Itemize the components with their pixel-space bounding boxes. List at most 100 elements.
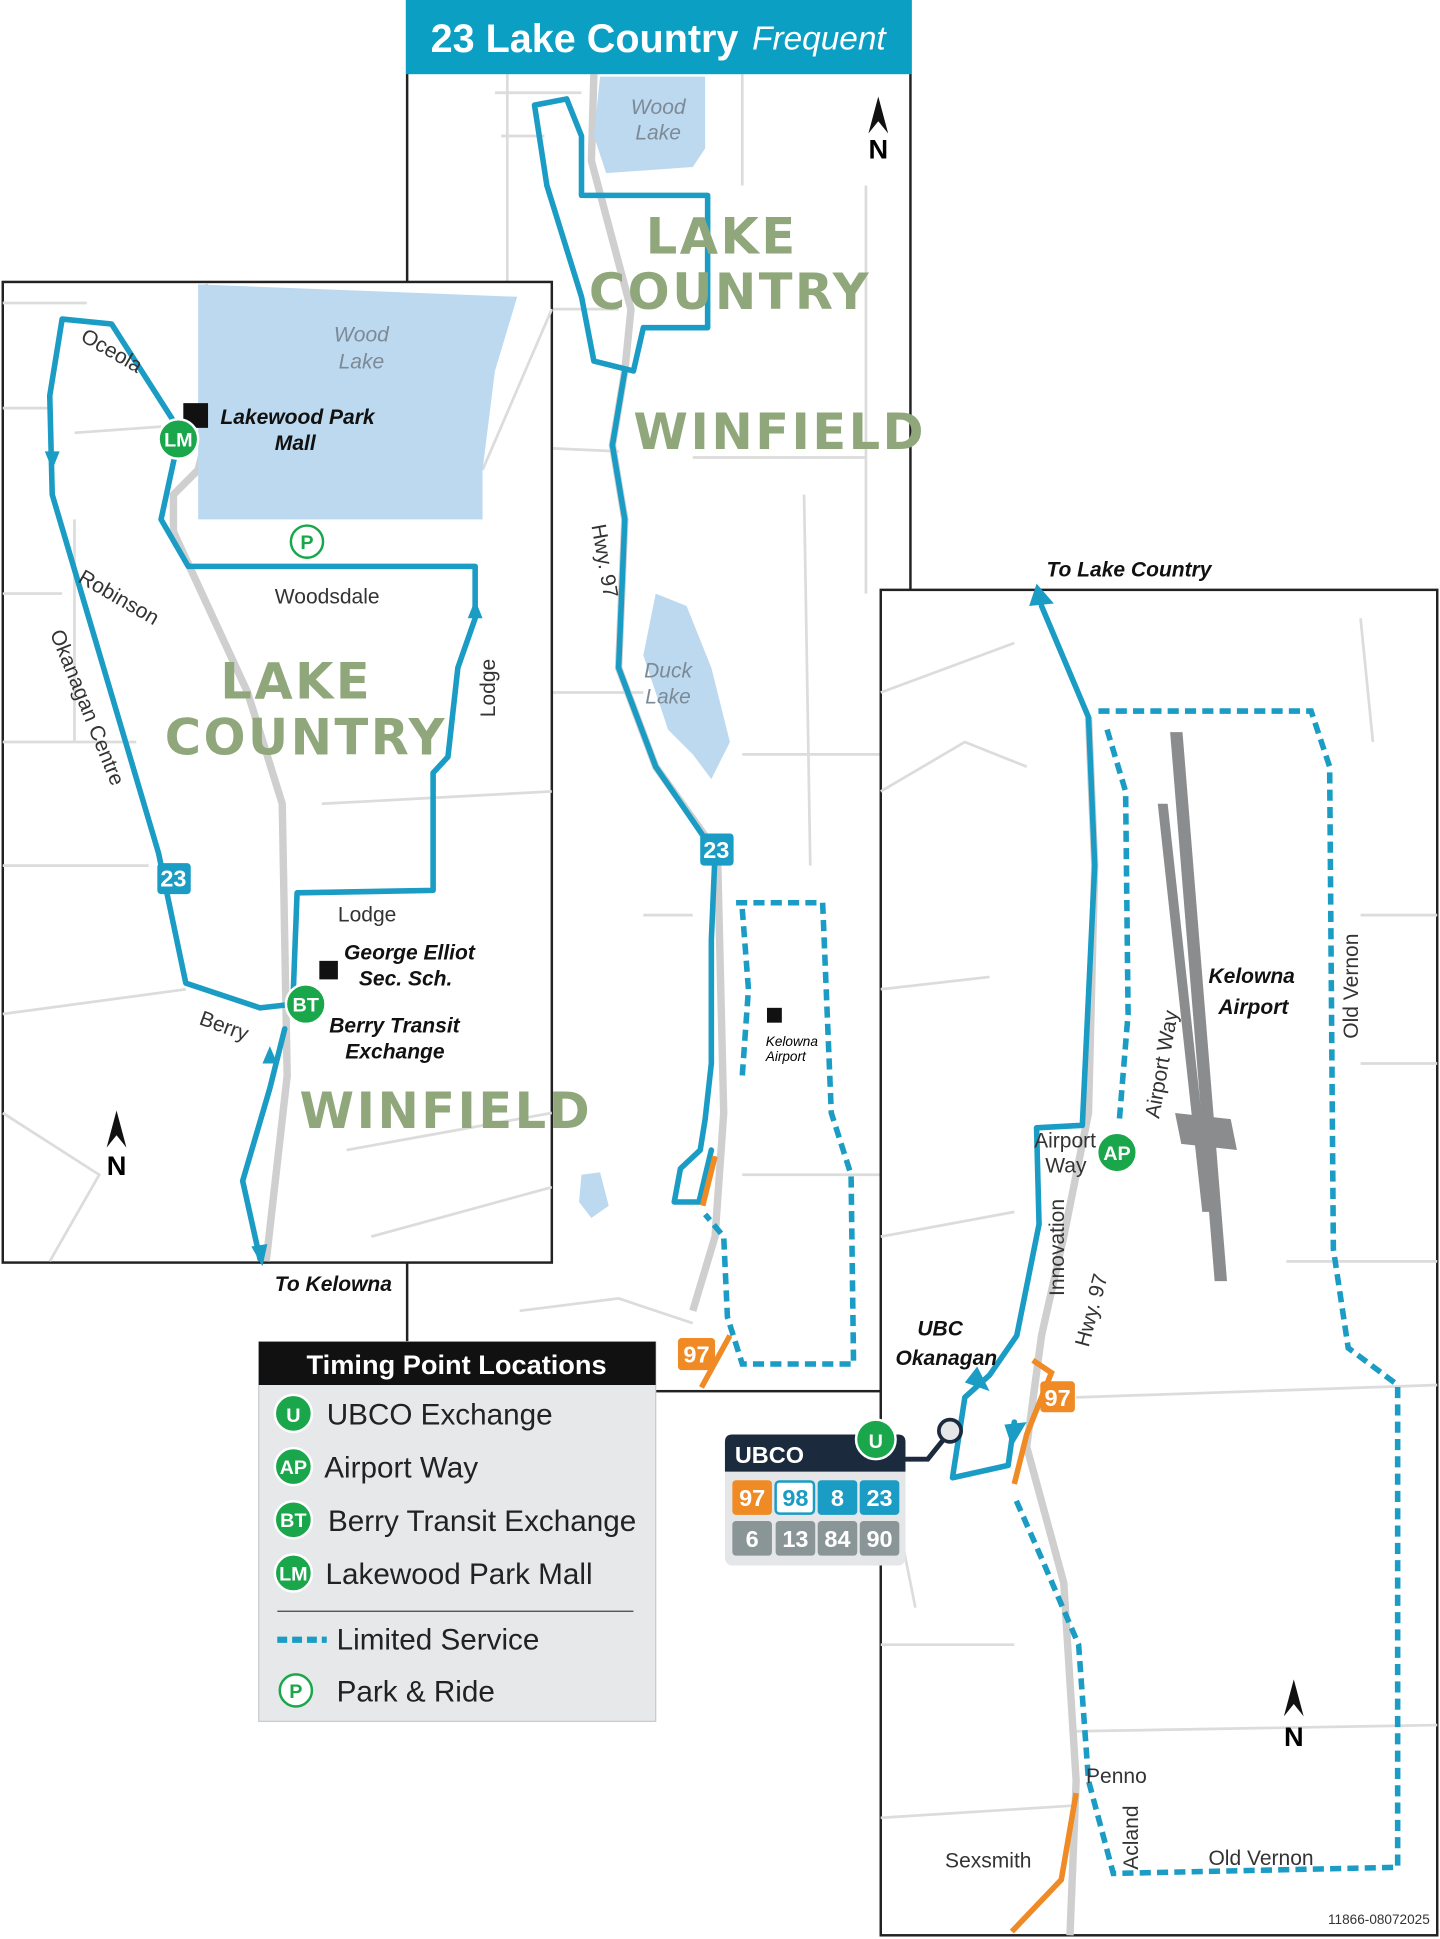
legend-code: LM	[279, 1563, 308, 1585]
legend-limited-service: Limited Service	[337, 1624, 540, 1657]
street-penno: Penno	[1086, 1765, 1147, 1788]
ubco-title: UBCO	[735, 1442, 804, 1468]
legend-item-airport-way: AP Airport Way	[273, 1446, 478, 1487]
legend-code: AP	[280, 1457, 307, 1479]
street-old-vernon: Old Vernon	[1208, 1847, 1313, 1870]
to-kelowna-label: To Kelowna	[275, 1273, 392, 1296]
ubco-exchange-box[interactable]: UBCO U 97 98 8 23 6 13 84 90	[724, 1417, 963, 1566]
timing-point-bt-label: BT	[293, 995, 319, 1017]
ubco-timing-point	[854, 1418, 897, 1461]
header-bar: 23 Lake Country Frequent	[405, 0, 912, 75]
poi-school: George Elliot	[344, 942, 476, 965]
place-lake-country: LAKE	[646, 208, 798, 266]
poi-mall: Lakewood Park	[220, 406, 375, 429]
ubc-okanagan-label-2: Okanagan	[895, 1347, 997, 1370]
street-old-vernon-vertical: Old Vernon	[1340, 934, 1363, 1039]
poi-mall-2: Mall	[275, 432, 317, 455]
legend-item-berry: BT Berry Transit Exchange	[273, 1500, 636, 1540]
north-label: N	[107, 1150, 127, 1181]
place-country: COUNTRY	[165, 708, 447, 766]
ubco-route-23: 23	[866, 1485, 892, 1511]
timing-point-ap[interactable]: AP	[1095, 1131, 1138, 1174]
wood-lake-label-2: Lake	[339, 351, 385, 374]
ubco-stop-icon	[937, 1417, 963, 1444]
place-lake: LAKE	[220, 653, 372, 711]
legend-park-ride: Park & Ride	[337, 1676, 495, 1709]
poi-school-2: Sec. Sch.	[359, 968, 452, 991]
wood-lake-label-2: Lake	[635, 122, 681, 145]
north-label: N	[1284, 1721, 1304, 1752]
duck-lake-label-2: Lake	[645, 686, 691, 709]
north-arrow-icon: N	[1283, 1679, 1304, 1752]
route-title: 23 Lake Country	[431, 17, 739, 61]
north-arrow-icon: N	[106, 1110, 127, 1181]
park-ride-symbol: P	[300, 532, 313, 554]
legend-label: Lakewood Park Mall	[326, 1558, 593, 1591]
school-marker-icon	[319, 960, 338, 980]
timing-point-bt[interactable]: BT	[284, 983, 327, 1026]
legend-item-ubco: U UBCO Exchange	[273, 1393, 553, 1434]
route-frequency: Frequent	[752, 20, 887, 57]
ubco-route-84: 84	[824, 1526, 850, 1552]
route-97-badge	[677, 1338, 716, 1371]
north-arrow-icon: N	[868, 96, 889, 164]
street-airport-way: Airport	[1034, 1130, 1096, 1153]
route-97-badge-text: 97	[683, 1342, 709, 1368]
street-sexsmith: Sexsmith	[945, 1849, 1031, 1872]
ubco-timing-point-label: U	[869, 1431, 883, 1453]
airport-label-2: Airport	[765, 1049, 807, 1064]
ubc-okanagan-label: UBC	[917, 1318, 963, 1341]
timing-point-ap-label: AP	[1103, 1143, 1130, 1165]
legend-item-lakewood: LM Lakewood Park Mall	[273, 1553, 593, 1593]
kelowna-airport-label-2: Airport	[1217, 996, 1289, 1019]
ubco-route-98: 98	[782, 1485, 808, 1511]
legend-label: Airport Way	[324, 1452, 478, 1485]
ubco-route-97: 97	[739, 1485, 765, 1511]
legend-code: U	[286, 1405, 300, 1427]
to-lake-country-label: To Lake Country	[1046, 558, 1212, 581]
duck-lake-label: Duck	[644, 660, 693, 683]
timing-point-lm[interactable]: LM	[157, 417, 200, 461]
route-23-badge-text: 23	[160, 866, 186, 892]
legend-title: Timing Point Locations	[307, 1349, 607, 1380]
park-ride-icon	[278, 1673, 314, 1708]
ubco-route-13: 13	[782, 1526, 808, 1552]
airport-label: Kelowna	[766, 1034, 819, 1049]
ubco-route-8: 8	[831, 1485, 844, 1511]
route-97-badge-text: 97	[1045, 1385, 1071, 1411]
right-route-line	[949, 603, 1098, 1481]
legend: Timing Point Locations U UBCO Exchange A…	[258, 1341, 657, 1722]
street-acland: Acland	[1120, 1805, 1143, 1869]
kelowna-airport-label: Kelowna	[1208, 965, 1295, 988]
airport-marker-icon	[766, 1007, 782, 1023]
center-route-line	[531, 96, 718, 1205]
park-ride-symbol: P	[289, 1681, 302, 1703]
left-route-line	[46, 316, 478, 1262]
right-map-panel: 97 Kelowna Airport Airport Way Airport W…	[879, 583, 1439, 1937]
legend-label: Berry Transit Exchange	[328, 1505, 636, 1538]
airport-runway	[1157, 732, 1237, 1282]
wood-lake-label: Wood	[631, 96, 687, 119]
ubco-route-6: 6	[746, 1526, 759, 1552]
street-innovation: Innovation	[1046, 1199, 1069, 1296]
street-woodsdale: Woodsdale	[275, 585, 380, 608]
footer-code: 11866-08072025	[1328, 1912, 1430, 1927]
place-winfield: WINFIELD	[300, 1082, 593, 1140]
route-97-badge	[1040, 1381, 1075, 1413]
street-airport-way-2: Way	[1045, 1154, 1087, 1177]
wood-lake-label: Wood	[334, 323, 390, 346]
timing-point-lm-label: LM	[164, 429, 193, 451]
poi-exchange-2: Exchange	[345, 1041, 445, 1064]
route-23-badge-text: 23	[703, 837, 729, 863]
left-map-panel: Wood Lake 23 LAKE COUNTRY WINFIELD Oceol…	[1, 280, 593, 1267]
route-23-badge	[157, 863, 191, 895]
center-limited-service-line	[703, 899, 857, 1367]
legend-label: UBCO Exchange	[327, 1399, 553, 1432]
park-ride-icon: P	[289, 524, 325, 559]
street-lodge-vertical: Lodge	[477, 659, 500, 717]
route-23-badge	[700, 833, 734, 866]
legend-code: BT	[280, 1510, 306, 1532]
poi-exchange: Berry Transit	[329, 1015, 460, 1038]
place-winfield: WINFIELD	[633, 403, 926, 461]
